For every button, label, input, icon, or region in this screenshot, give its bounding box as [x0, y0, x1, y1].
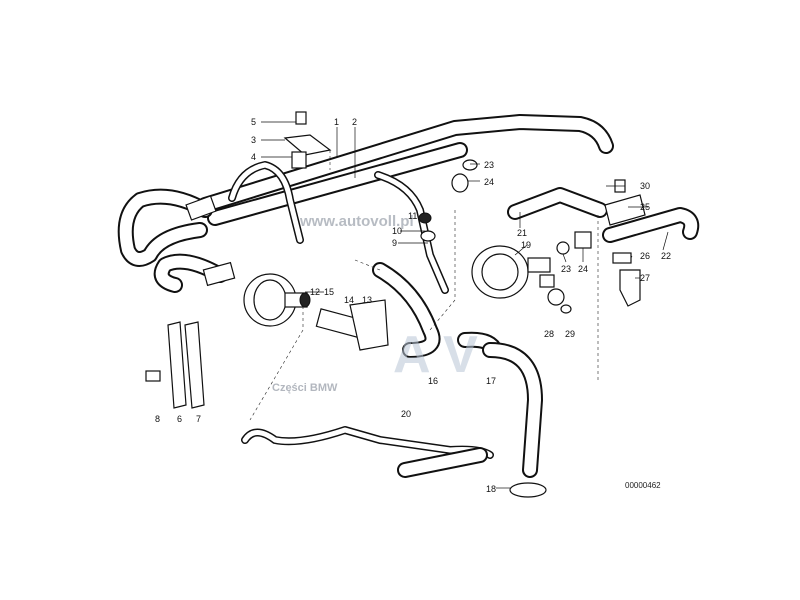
part-label-12: 12	[310, 287, 320, 297]
bracket-27	[619, 269, 641, 307]
part-label-8: 8	[155, 414, 160, 424]
clip-26	[612, 252, 632, 264]
part-label-9: 9	[392, 238, 397, 248]
bolt-5	[295, 111, 307, 125]
part-label-15: 15	[324, 287, 334, 297]
hose-clamp	[185, 195, 217, 221]
pipe-section-13	[315, 299, 389, 351]
part-label-23b: 23	[561, 264, 571, 274]
part-label-30: 28	[544, 329, 554, 339]
bolt-8	[145, 370, 161, 382]
part-label-24: 24	[484, 177, 494, 187]
part-label-22: 22	[661, 251, 671, 261]
part-label-26: 26	[640, 251, 650, 261]
part-label-20: 20	[401, 409, 411, 419]
part-label-16: 16	[428, 376, 438, 386]
bracket-set-6-7	[167, 321, 205, 409]
clamp-18	[509, 482, 547, 498]
fitting-30	[547, 288, 565, 306]
cap-23	[462, 159, 478, 171]
watermark-url: www.autovoll.pl	[299, 213, 414, 230]
part-label-6: 6	[177, 414, 182, 424]
part-labels: 5 3 4 1 2 23 24 30 25 11 10 9 21 19 23 2…	[155, 117, 671, 494]
hose-clamp	[202, 261, 236, 287]
hose-9	[374, 171, 449, 294]
hose-21	[507, 187, 700, 243]
upper-pipe	[197, 114, 614, 226]
watermark-logo: A V	[393, 326, 478, 384]
watermark-caption: Części BMW	[272, 382, 338, 394]
part-label-3: 3	[251, 135, 256, 145]
part-label-4: 4	[251, 152, 256, 162]
fitting-24b	[574, 231, 592, 249]
part-label-29: 29	[565, 329, 575, 339]
part-label-1: 1	[334, 117, 339, 127]
cap-23b	[556, 241, 570, 255]
part-label-19: 19	[521, 240, 531, 250]
part-label-13: 13	[362, 295, 372, 305]
ring-29	[560, 304, 572, 314]
bracket-25	[604, 194, 646, 226]
part-label-18: 18	[486, 484, 496, 494]
part-label-24b: 24	[578, 264, 588, 274]
part-label-17: 17	[486, 376, 496, 386]
part-label-23: 23	[484, 160, 494, 170]
part-label-2: 2	[352, 117, 357, 127]
part-label-28: 30	[640, 181, 650, 191]
drawing-code: 00000462	[625, 481, 661, 490]
part-label-5: 5	[251, 117, 256, 127]
part-label-7: 7	[196, 414, 201, 424]
fitting-24	[451, 173, 469, 193]
part-label-11: 11	[408, 211, 417, 221]
part-label-27: 27	[640, 273, 650, 283]
part-label-10: 10	[392, 226, 402, 236]
part-label-14: 14	[344, 295, 354, 305]
part-label-21: 21	[517, 228, 527, 238]
air-valve	[243, 273, 311, 327]
part-label-25: 25	[640, 202, 650, 212]
air-pump-19	[471, 245, 555, 299]
leader-lines	[261, 121, 669, 489]
pipe-20	[241, 426, 494, 478]
left-hose	[117, 161, 304, 293]
elbow-17	[482, 342, 543, 478]
sleeve-4	[291, 151, 307, 169]
